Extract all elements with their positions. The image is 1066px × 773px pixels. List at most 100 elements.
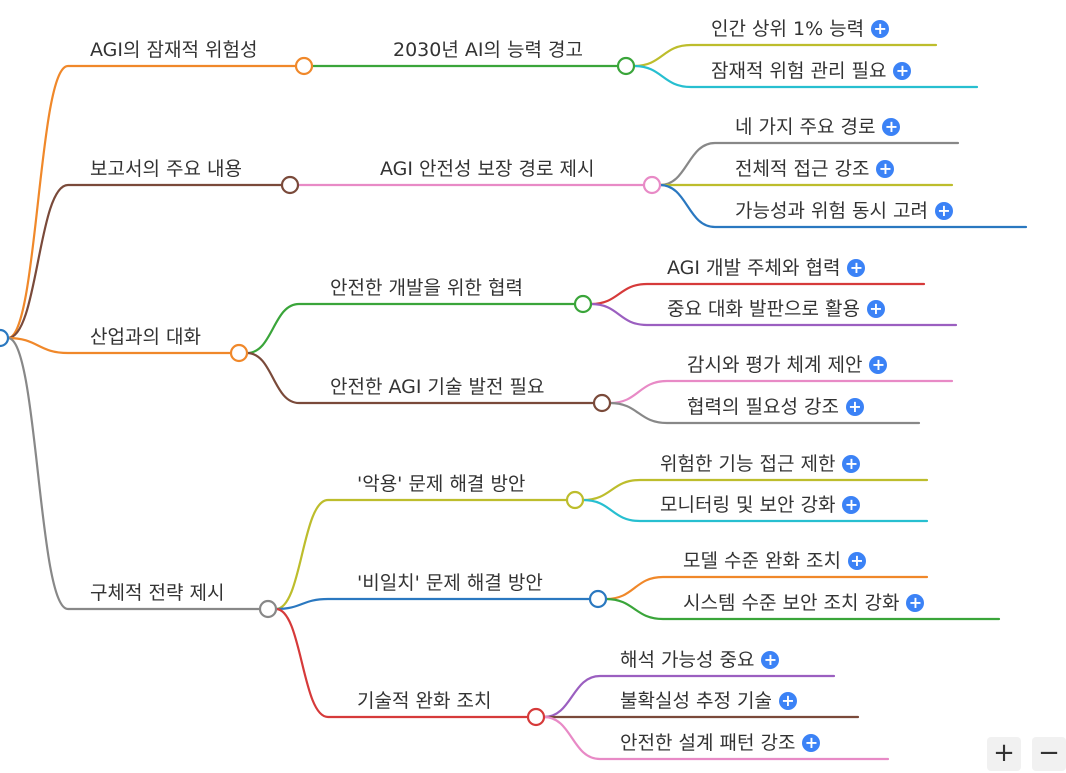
leaf-line-3-0-1 [581, 498, 929, 523]
sub-node-toggle-2-0[interactable] [573, 294, 593, 314]
leaf-node-2-0-1[interactable]: 중요 대화 발판으로 활용 + [667, 297, 885, 321]
root-node-toggle[interactable] [0, 328, 10, 348]
expand-node-icon[interactable]: + [761, 651, 780, 669]
leaf-node-0-0-0-text: 인간 상위 1% 능력 [711, 18, 865, 40]
branch-node-3[interactable]: 구체적 전략 제시 [90, 581, 224, 605]
leaf-line-3-0-0 [581, 478, 929, 502]
leaf-line-3-2-0 [542, 674, 836, 719]
expand-node-icon[interactable]: + [847, 259, 866, 277]
expand-node-icon[interactable]: + [866, 300, 885, 318]
leaf-node-2-1-0-text: 감시와 평가 체계 제안 [687, 354, 863, 376]
expand-node-icon[interactable]: + [871, 20, 890, 38]
sub-node-toggle-2-1[interactable] [592, 393, 612, 413]
sub-node-2-1-text: 안전한 AGI 기술 발전 필요 [330, 376, 545, 398]
leaf-node-2-0-0[interactable]: AGI 개발 주체와 협력 + [667, 256, 866, 280]
leaf-line-1-0-0 [658, 141, 960, 187]
zoom-in-button[interactable]: + [987, 737, 1021, 771]
expand-node-icon[interactable]: + [802, 734, 821, 752]
sub-node-2-1[interactable]: 안전한 AGI 기술 발전 필요 [330, 375, 544, 399]
sub-node-3-2[interactable]: 기술적 완화 조치 [357, 689, 491, 713]
leaf-node-2-0-0-text: AGI 개발 주체와 협력 [667, 257, 841, 279]
leaf-line-2-0-1 [589, 302, 958, 327]
leaf-node-3-1-1-text: 시스템 수준 보안 조치 강화 [683, 592, 900, 614]
sub-line-2-0 [245, 302, 577, 355]
leaf-node-3-1-1[interactable]: 시스템 수준 보안 조치 강화 + [683, 591, 925, 615]
leaf-line-3-1-0 [604, 575, 929, 601]
branch-node-2[interactable]: 산업과의 대화 [90, 325, 201, 349]
leaf-node-3-0-1-text: 모니터링 및 보안 강화 [660, 494, 836, 516]
expand-node-icon[interactable]: + [847, 552, 866, 570]
leaf-node-3-2-2-text: 안전한 설계 패턴 강조 [620, 732, 796, 754]
sub-node-3-0[interactable]: '악용' 문제 해결 방안 [357, 472, 525, 496]
sub-node-toggle-1-0[interactable] [642, 175, 662, 195]
expand-node-icon[interactable]: + [842, 455, 861, 473]
leaf-node-3-1-0-text: 모델 수준 완화 조치 [683, 550, 841, 572]
leaf-line-2-0-0 [589, 282, 926, 306]
leaf-line-1-0-2 [658, 183, 1028, 229]
leaf-line-2-1-1 [608, 401, 921, 425]
leaf-node-1-0-0[interactable]: 네 가지 주요 경로 + [735, 115, 901, 139]
leaf-node-1-0-0-text: 네 가지 주요 경로 [735, 116, 876, 138]
leaf-node-2-1-1[interactable]: 협력의 필요성 강조 + [687, 395, 864, 419]
expand-node-icon[interactable]: + [876, 160, 895, 178]
leaf-line-3-1-1 [604, 597, 1001, 621]
expand-node-icon[interactable]: + [882, 118, 901, 136]
branch-line-0 [6, 64, 298, 340]
leaf-node-3-0-0-text: 위험한 기능 접근 제한 [660, 453, 836, 475]
expand-node-icon[interactable]: + [893, 62, 912, 80]
leaf-node-3-2-1-text: 불확실성 추정 기술 [620, 690, 772, 712]
branch-node-toggle-3[interactable] [258, 599, 278, 619]
leaf-node-0-0-1-text: 잠재적 위험 관리 필요 [711, 60, 887, 82]
branch-node-0[interactable]: AGI의 잠재적 위험성 [90, 38, 257, 62]
sub-node-toggle-0-0[interactable] [616, 56, 636, 76]
leaf-node-3-0-1[interactable]: 모니터링 및 보안 강화 + [660, 493, 861, 517]
leaf-node-3-1-0[interactable]: 모델 수준 완화 조치 + [683, 549, 866, 573]
leaf-node-0-0-1[interactable]: 잠재적 위험 관리 필요 + [711, 59, 912, 83]
expand-node-icon[interactable]: + [869, 356, 888, 374]
leaf-node-3-2-2[interactable]: 안전한 설계 패턴 강조 + [620, 731, 821, 755]
expand-node-icon[interactable]: + [842, 496, 861, 514]
leaf-node-2-1-0[interactable]: 감시와 평가 체계 제안 + [687, 353, 888, 377]
branch-node-1-text: 보고서의 주요 내용 [90, 158, 242, 180]
sub-node-3-2-text: 기술적 완화 조치 [357, 690, 492, 712]
sub-node-1-0[interactable]: AGI 안전성 보장 경로 제시 [380, 157, 594, 181]
leaf-node-2-1-1-text: 협력의 필요성 강조 [687, 396, 839, 418]
leaf-line-0-0-1 [632, 64, 979, 89]
sub-node-toggle-3-2[interactable] [526, 707, 546, 727]
branch-node-1[interactable]: 보고서의 주요 내용 [90, 157, 242, 181]
sub-node-0-0[interactable]: 2030년 AI의 능력 경고 [393, 38, 583, 62]
expand-node-icon[interactable]: + [906, 594, 925, 612]
expand-node-icon[interactable]: + [934, 202, 953, 220]
leaf-node-1-0-1-text: 전체적 접근 강조 [735, 158, 870, 180]
expand-node-icon[interactable]: + [845, 398, 864, 416]
leaf-line-3-2-2 [542, 715, 890, 761]
sub-node-2-0[interactable]: 안전한 개발을 위한 협력 [330, 276, 523, 300]
zoom-out-button[interactable]: − [1032, 737, 1066, 771]
sub-node-3-1-text: '비일치' 문제 해결 방안 [357, 572, 543, 594]
sub-node-2-0-text: 안전한 개발을 위한 협력 [330, 277, 523, 299]
leaf-node-0-0-0[interactable]: 인간 상위 1% 능력 + [711, 17, 890, 41]
sub-node-1-0-text: AGI 안전성 보장 경로 제시 [380, 158, 595, 180]
leaf-node-1-0-1[interactable]: 전체적 접근 강조 + [735, 157, 895, 181]
branch-node-toggle-1[interactable] [280, 175, 300, 195]
branch-node-2-text: 산업과의 대화 [90, 326, 201, 348]
branch-node-toggle-0[interactable] [294, 56, 314, 76]
leaf-node-2-0-1-text: 중요 대화 발판으로 활용 [667, 298, 860, 320]
branch-node-3-text: 구체적 전략 제시 [90, 582, 225, 604]
branch-line-1 [6, 183, 284, 340]
branch-node-toggle-2[interactable] [229, 343, 249, 363]
sub-node-toggle-3-0[interactable] [565, 490, 585, 510]
leaf-node-3-2-0-text: 해석 가능성 중요 [620, 649, 755, 671]
leaf-node-3-2-1[interactable]: 불확실성 추정 기술 + [620, 689, 797, 713]
leaf-node-1-0-2[interactable]: 가능성과 위험 동시 고려+ [735, 199, 953, 223]
expand-node-icon[interactable]: + [778, 692, 797, 710]
sub-line-2-1 [245, 351, 596, 405]
leaf-node-3-0-0[interactable]: 위험한 기능 접근 제한 + [660, 452, 861, 476]
leaf-line-2-1-0 [608, 379, 954, 405]
sub-node-toggle-3-1[interactable] [588, 589, 608, 609]
leaf-node-3-2-0[interactable]: 해석 가능성 중요 + [620, 648, 780, 672]
sub-node-3-1[interactable]: '비일치' 문제 해결 방안 [357, 571, 543, 595]
sub-line-3-1 [274, 597, 592, 611]
leaf-line-0-0-0 [632, 43, 938, 68]
